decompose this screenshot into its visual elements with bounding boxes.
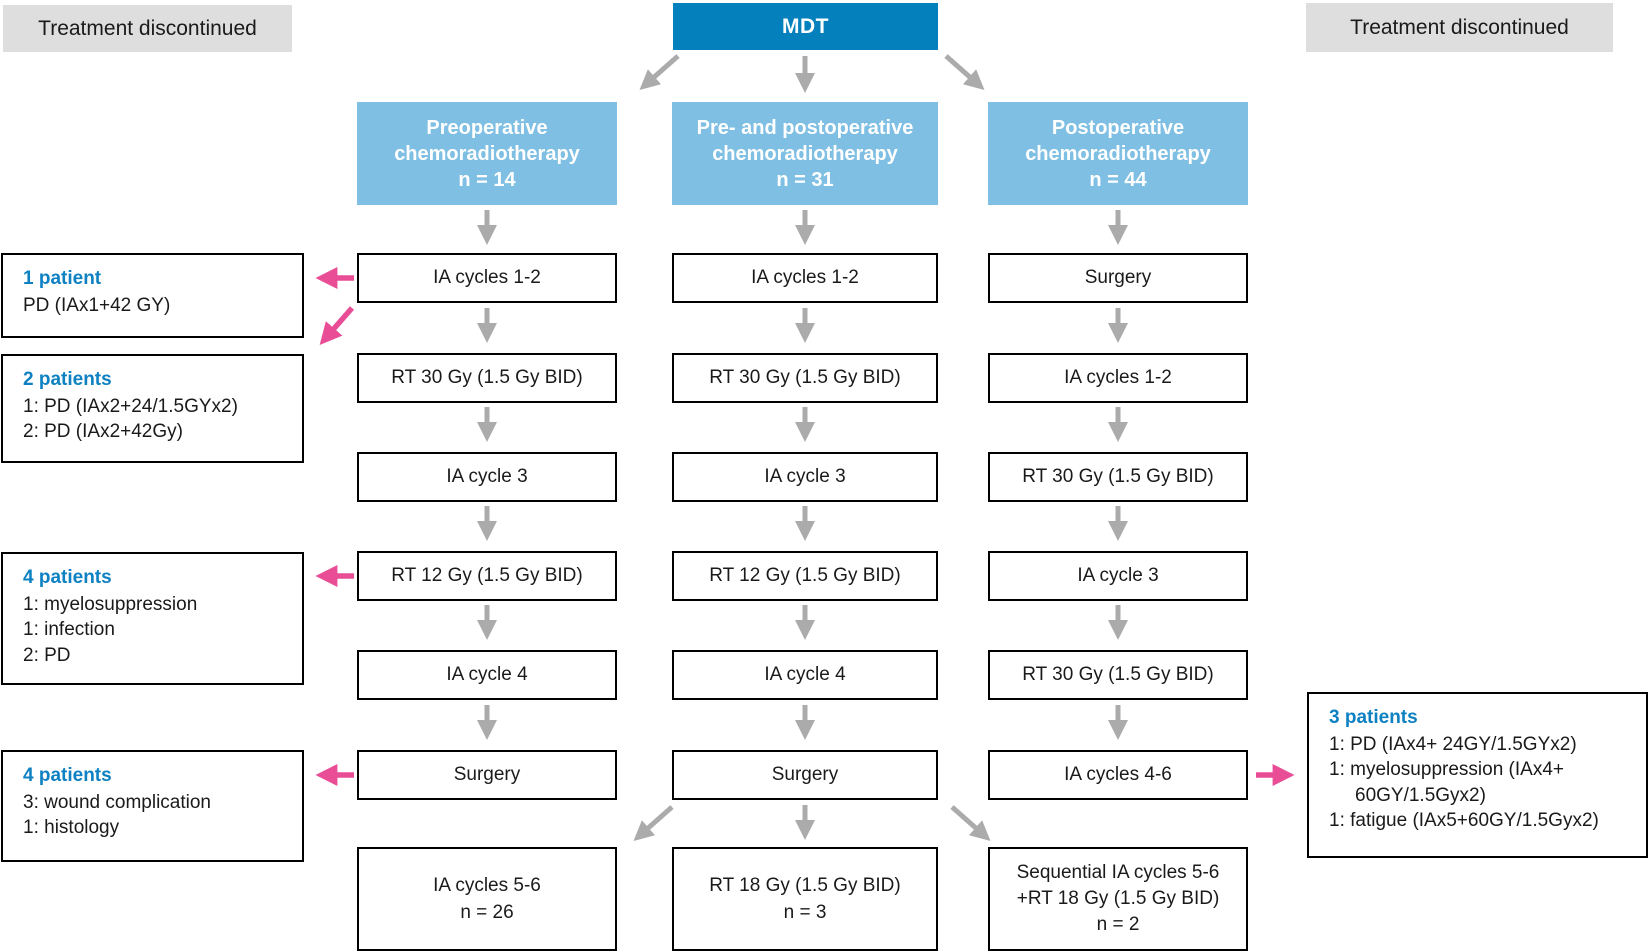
discontinued-box-title: 2 patients [23,369,112,390]
arrow-diagonal-down-right-icon [944,54,985,90]
arrow-diagonal-down-left-icon [639,54,680,90]
discontinued-box-title: 1 patient [23,268,102,289]
discontinued-box-line: 1: PD (IAx2+24/1.5GYx2) [23,395,238,417]
column-header-preoperative: Preoperative chemoradiotherapy n = 14 [357,102,617,205]
step-box: RT 30 Gy (1.5 Gy BID) [357,353,617,403]
discontinued-box-line: 1: infection [23,619,115,640]
arrow-down-icon [1108,506,1128,541]
step-box: Surgery [988,253,1248,303]
arrow-down-icon [795,805,815,840]
arrow-left-icon [315,267,354,289]
arrow-down-icon [1108,210,1128,245]
arrow-down-icon [795,56,815,93]
discontinued-box: 3 patients 1: PD (IAx4+ 24GY/1.5GYx2) 1:… [1307,692,1648,858]
discontinued-box-line: 60GY/1.5Gyx2) [1355,784,1486,806]
header-line: Preoperative [426,116,548,139]
arrow-down-icon [477,407,497,442]
header-line: chemoradiotherapy [712,142,898,165]
step-box: IA cycle 3 [988,551,1248,601]
step-box: RT 12 Gy (1.5 Gy BID) [672,551,938,601]
discontinued-box-line: 1: myelosuppression [23,593,198,615]
arrow-down-icon [477,705,497,740]
header-line: n = 14 [458,168,516,191]
mdt-box: MDT [673,3,938,50]
header-line: chemoradiotherapy [1025,142,1211,165]
label-treatment-discontinued-left: Treatment discontinued [3,5,292,52]
column-header-postoperative: Postoperative chemoradiotherapy n = 44 [988,102,1248,205]
arrow-down-icon [477,210,497,245]
step-box: RT 30 Gy (1.5 Gy BID) [672,353,938,403]
discontinued-box-line: PD (IAx1+42 GY) [23,294,171,316]
step-box: Surgery [672,750,938,800]
discontinued-box-line: 3: wound complication [23,791,211,813]
header-line: Postoperative [1051,116,1185,139]
discontinued-box: 4 patients 3: wound complication 1: hist… [1,750,304,862]
step-box: IA cycles 1-2 [357,253,617,303]
discontinued-box-title: 4 patients [23,567,112,588]
discontinued-box-line: 1: fatigue (IAx5+60GY/1.5Gyx2) [1329,810,1599,831]
step-box: IA cycles 1-2 [988,353,1248,403]
arrow-down-icon [477,506,497,541]
label-treatment-discontinued-right: Treatment discontinued [1306,3,1613,52]
arrow-down-icon [477,605,497,640]
discontinued-box: 4 patients 1: myelosuppression 1: infect… [1,552,304,685]
arrow-down-icon [795,705,815,740]
final-line: n = 26 [460,902,514,923]
step-box: RT 30 Gy (1.5 Gy BID) [988,650,1248,700]
arrow-down-icon [795,407,815,442]
final-line: IA cycles 5-6 [433,875,541,896]
step-box: IA cycle 3 [672,452,938,502]
discontinued-box-line: 2: PD [23,644,71,666]
header-line: Pre- and postoperative [696,116,914,139]
discontinued-box-line: 1: histology [23,817,120,838]
arrow-left-icon [315,565,354,587]
arrow-down-icon [795,210,815,245]
arrow-down-icon [1108,705,1128,740]
discontinued-box-line: 2: PD (IAx2+42Gy) [23,421,183,442]
discontinued-box-line: 1: myelosuppression (IAx4+ [1329,759,1564,780]
step-box: RT 30 Gy (1.5 Gy BID) [988,452,1248,502]
discontinued-box-line: 1: PD (IAx4+ 24GY/1.5GYx2) [1329,733,1577,755]
discontinued-box-title: 4 patients [23,765,112,786]
final-line: n = 2 [1096,914,1140,935]
final-line: Sequential IA cycles 5-6 [1016,862,1220,883]
final-line: RT 18 Gy (1.5 Gy BID) [709,875,901,896]
arrow-down-icon [795,605,815,640]
step-box: RT 12 Gy (1.5 Gy BID) [357,551,617,601]
arrow-down-icon [1108,605,1128,640]
final-line: +RT 18 Gy (1.5 Gy BID) [1016,888,1220,909]
step-box: Surgery [357,750,617,800]
header-line: n = 31 [776,168,834,191]
arrow-down-icon [795,506,815,541]
final-box: Sequential IA cycles 5-6 +RT 18 Gy (1.5 … [988,847,1248,951]
step-box: IA cycle 4 [357,650,617,700]
final-box: RT 18 Gy (1.5 Gy BID) n = 3 [672,847,938,951]
step-box: IA cycle 3 [357,452,617,502]
arrow-down-icon [1108,308,1128,343]
arrow-down-icon [477,308,497,343]
discontinued-box: 2 patients 1: PD (IAx2+24/1.5GYx2) 2: PD… [1,354,304,463]
arrow-down-icon [795,308,815,343]
arrow-diagonal-down-left-icon [319,306,355,345]
final-line: n = 3 [783,902,827,923]
arrow-down-icon [1108,407,1128,442]
header-line: n = 44 [1089,168,1147,191]
arrow-right-icon [1256,764,1295,786]
final-box: IA cycles 5-6 n = 26 [357,847,617,951]
arrow-left-icon [315,764,354,786]
header-line: chemoradiotherapy [394,142,580,165]
arrow-diagonal-down-right-icon [950,805,991,841]
step-box: IA cycles 1-2 [672,253,938,303]
discontinued-box: 1 patient PD (IAx1+42 GY) [1,253,304,338]
step-box: IA cycles 4-6 [988,750,1248,800]
step-box: IA cycle 4 [672,650,938,700]
arrow-diagonal-down-left-icon [633,805,674,841]
column-header-pre-and-postoperative: Pre- and postoperative chemoradiotherapy… [672,102,938,205]
discontinued-box-title: 3 patients [1329,707,1418,728]
